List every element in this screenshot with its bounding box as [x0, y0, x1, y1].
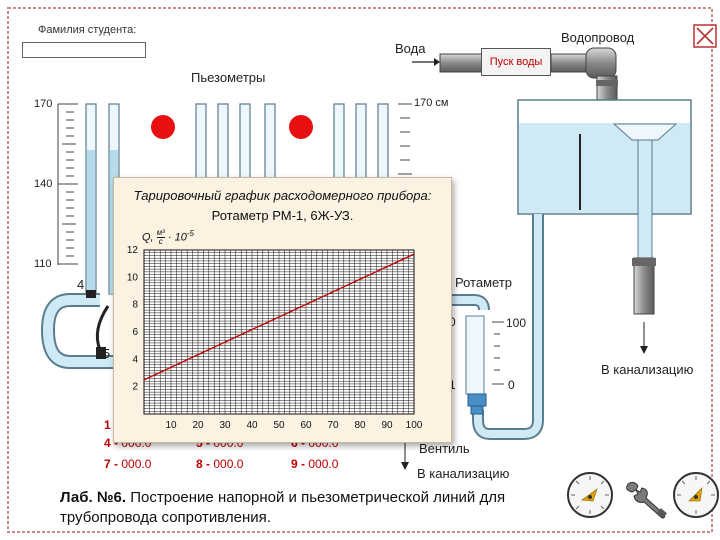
scale-tick-140: 140 [34, 178, 53, 190]
chart-y-tick-label: 4 [132, 354, 138, 365]
chart-x-tick-label: 60 [300, 420, 312, 431]
drain-bottom-label: В канализацию [417, 466, 510, 481]
reading-8: 8 - 000.0 [196, 457, 244, 471]
chart-x-tick-label: 70 [327, 420, 339, 431]
page-border [7, 7, 713, 533]
chart-series-line [143, 253, 415, 381]
chart-subtitle: Ротаметр РМ-1, 6Ж-УЗ. [211, 208, 354, 223]
chart-x-tick-label: 20 [192, 420, 204, 431]
chart-y-tick-label: 2 [132, 382, 138, 393]
chart-y-tick-label: 8 [132, 300, 138, 311]
right-scale [398, 103, 412, 175]
rotameter-tick-bottom-left: 1 [449, 378, 456, 392]
piezometers-label: Пьезометры [191, 70, 266, 85]
chart-grid [143, 249, 415, 415]
chart-x-tick-label: 30 [219, 420, 231, 431]
student-name-label: Фамилия студента: [38, 24, 137, 36]
water-in-label: Вода [395, 41, 426, 56]
close-button[interactable] [693, 24, 717, 48]
scale-tick-110: 110 [34, 258, 52, 270]
scale-right-top: 170 см [414, 97, 449, 109]
rotameter-label: Ротаметр [455, 275, 513, 290]
close-icon [693, 24, 717, 48]
chart-y-tick-label: 6 [132, 327, 138, 338]
chart-x-tick-label: 40 [246, 420, 258, 431]
chart-title: Тарировочный график расходомерного прибо… [133, 188, 432, 203]
chart-y-tick-label: 10 [127, 272, 139, 283]
rotameter-tick-100: 100 [506, 316, 527, 330]
rotameter-tick-0: 0 [508, 378, 515, 392]
reading-7: 7 - 000.0 [104, 457, 152, 471]
calibration-chart-panel: Тарировочный график расходомерного прибо… [113, 177, 452, 443]
reading-9: 9 - 000.0 [291, 457, 339, 471]
tap-label-4: 4 [77, 277, 85, 292]
chart-frame [143, 249, 415, 415]
chart-x-tick-label: 80 [354, 420, 366, 431]
water-supply-label: Водопровод [561, 30, 635, 45]
indicator-marker-left [151, 115, 175, 139]
lab-title: Лаб. №6. Построение напорной и пьезометр… [60, 488, 560, 528]
tap-label-5: 5 [103, 346, 111, 361]
left-loop-pipe [40, 290, 115, 369]
lab-title-line1: Построение напорной и пьезометрической л… [130, 489, 506, 506]
valve-label: Вентиль [419, 441, 470, 456]
indicator-marker-right [289, 115, 313, 139]
calibration-chart: 10 20 30 40 50 60 70 80 90 100 2 4 6 8 10 12 [127, 245, 423, 431]
drain-right-label: В канализацию [601, 362, 694, 377]
chart-y-axis-label: Q, м³ с · 10-5 [142, 228, 194, 247]
reading-1: 1 [104, 418, 111, 432]
student-name-input[interactable] [22, 42, 146, 58]
lab-title-line2: трубопровода сопротивления. [60, 509, 271, 526]
scale-tick-170: 170 [34, 98, 53, 110]
rotameter-tick-top-left: 0 [449, 315, 456, 329]
pressure-gauge-left[interactable] [566, 471, 614, 519]
chart-x-tick-label: 100 [406, 420, 423, 431]
chart-x-tick-label: 50 [273, 420, 285, 431]
chart-x-tick-label: 90 [381, 420, 393, 431]
pressure-gauge-right[interactable] [672, 471, 720, 519]
rotameter-pipes [440, 214, 544, 440]
wrench-icon[interactable] [620, 478, 672, 522]
left-scale [57, 103, 78, 265]
chart-y-tick-label: 12 [127, 245, 139, 256]
start-water-button[interactable]: Пуск воды [481, 48, 551, 76]
water-tank [517, 99, 692, 315]
chart-x-tick-label: 10 [165, 420, 177, 431]
lab-number: Лаб. №6. [60, 489, 127, 506]
